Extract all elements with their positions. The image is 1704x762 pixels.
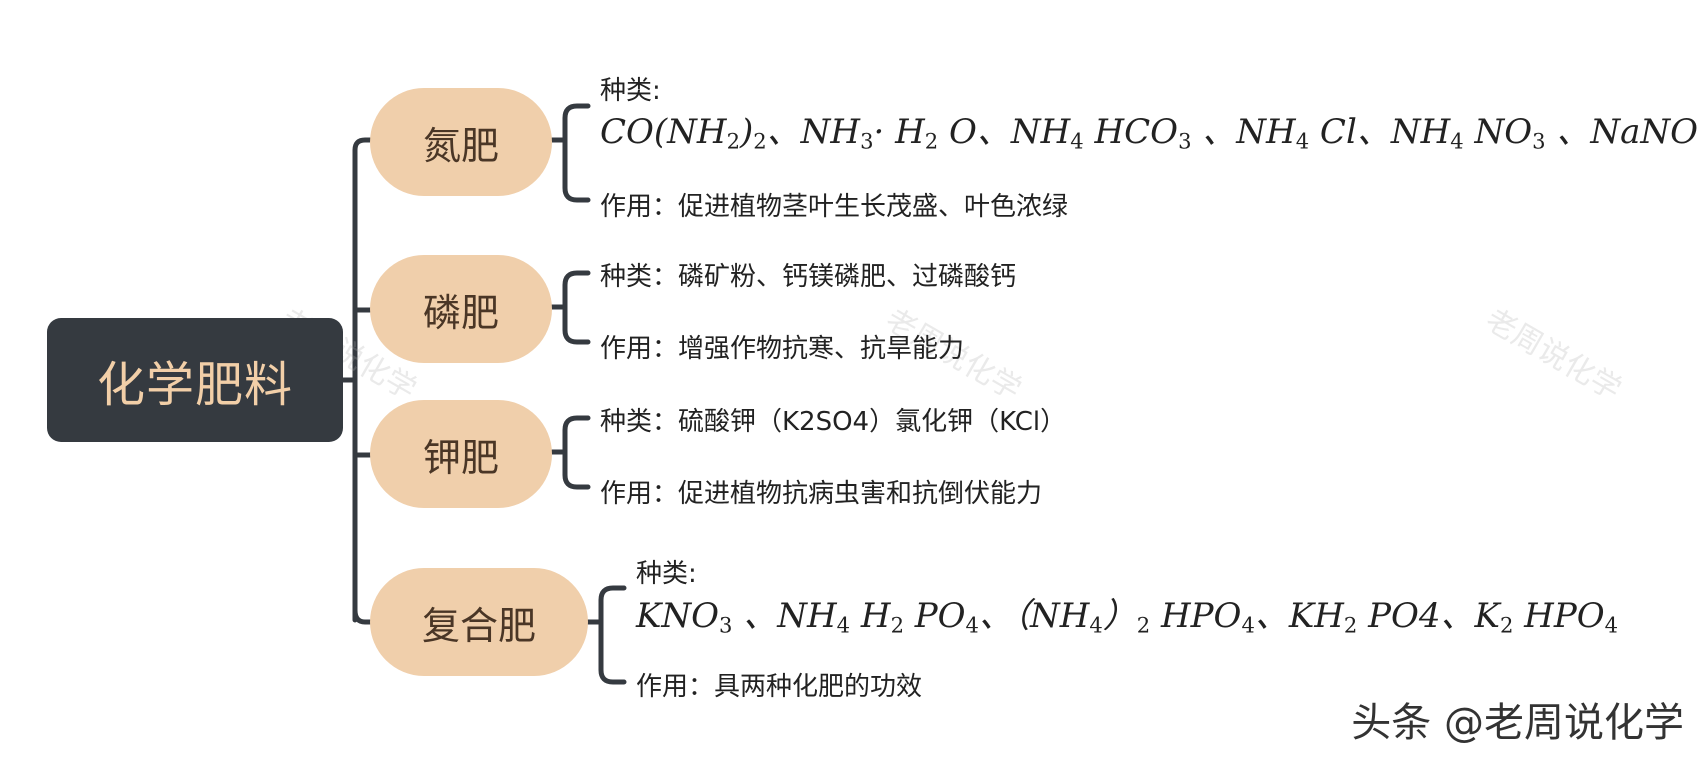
effect-text: 作用：增强作物抗寒、抗旱能力 — [600, 334, 965, 364]
bracket-category-1 — [549, 103, 591, 203]
root-node: 化学肥料 — [47, 318, 343, 442]
types-formula: KNO3 、NH4 H2 PO4、（NH4）2 HPO4、KH2 PO4、K2 … — [636, 596, 1618, 638]
bracket-category-2 — [549, 270, 591, 345]
types-formula: CO(NH2)2、NH3· H2 O、NH4 HCO3 、NH4 Cl、NH4 … — [600, 112, 1698, 154]
category-node-compound: 复合肥 — [370, 568, 588, 676]
types-label: 种类: — [600, 76, 661, 106]
types-label: 种类: — [636, 559, 697, 589]
source-credit: 头条 @老周说化学 — [1351, 700, 1684, 746]
bracket-category-3 — [549, 415, 591, 490]
bracket-category-4 — [585, 585, 627, 685]
effect-text: 作用：具两种化肥的功效 — [636, 672, 923, 702]
category-node-potassium: 钾肥 — [370, 400, 552, 508]
types-text: 种类：硫酸钾（K2SO4）氯化钾（KCl） — [600, 407, 1067, 437]
types-text: 种类：磷矿粉、钙镁磷肥、过磷酸钙 — [600, 262, 1017, 292]
effect-text: 作用：促进植物茎叶生长茂盛、叶色浓绿 — [600, 192, 1069, 222]
category-node-phosphorus: 磷肥 — [370, 255, 552, 363]
category-node-nitrogen: 氮肥 — [370, 88, 552, 196]
effect-text: 作用：促进植物抗病虫害和抗倒伏能力 — [600, 479, 1043, 509]
trunk-connector — [340, 137, 373, 625]
